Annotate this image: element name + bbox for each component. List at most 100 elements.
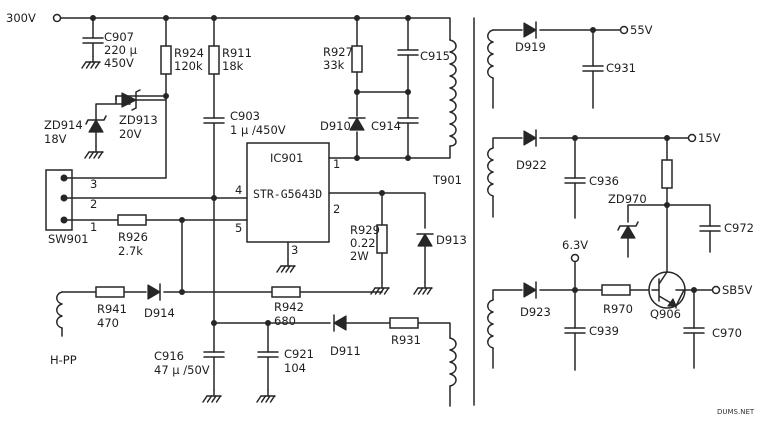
coil-6v3	[487, 299, 494, 349]
label-q906: Q906	[650, 307, 681, 321]
coil-15v	[487, 147, 494, 197]
hpp-input: H-PP	[50, 291, 383, 367]
label-c921: C921	[284, 347, 314, 361]
label-c936: C936	[589, 174, 619, 188]
label-r929: R929	[350, 223, 380, 237]
label-pin1: 1	[333, 157, 340, 171]
watermark: DUMS.NET	[717, 408, 755, 416]
label-r927-value: 33k	[323, 58, 345, 72]
label-c907: C907	[104, 30, 134, 44]
label-sb5v: SB5V	[722, 283, 753, 297]
label-pin4: 4	[235, 183, 242, 197]
label-c903: C903	[230, 109, 260, 123]
label-c972: C972	[724, 221, 754, 235]
label-c907-rating: 450V	[104, 56, 134, 70]
diode-d914: D914	[144, 283, 175, 320]
label-300v: 300V	[6, 11, 36, 25]
label-r926-value: 2.7k	[118, 244, 143, 258]
label-c916-value: 47 μ /50V	[154, 363, 210, 377]
label-c916: C916	[154, 349, 184, 363]
label-c915: C915	[420, 49, 450, 63]
label-55v: 55V	[630, 23, 653, 37]
label-r929-value: 0.22	[350, 236, 376, 250]
resistor-r924: R924 120k	[115, 17, 204, 97]
label-ic901: IC901	[270, 151, 303, 165]
label-c907-value: 220 μ	[104, 43, 138, 57]
diode-d913: D913	[416, 233, 467, 247]
label-zd914-value: 18V	[44, 132, 67, 146]
label-r911-value: 18k	[222, 59, 244, 73]
label-sw-pin3: 3	[90, 177, 97, 191]
wire-15v	[492, 137, 690, 219]
capacitor-c936	[564, 177, 586, 184]
label-r924: R924	[174, 46, 204, 60]
label-c931: C931	[606, 61, 636, 75]
label-zd913: ZD913	[119, 113, 158, 127]
resistor-r931: R931	[389, 317, 421, 347]
resistor-r970	[601, 284, 631, 296]
label-d913: D913	[436, 233, 467, 247]
capacitor-c931	[582, 65, 604, 72]
label-sw-pin2: 2	[90, 197, 97, 211]
wire-6v3	[492, 261, 653, 371]
label-r941-value: 470	[97, 316, 119, 330]
label-c970: C970	[712, 326, 742, 340]
resistor-r926: R926 2.7k	[117, 214, 148, 258]
label-15v: 15V	[698, 131, 721, 145]
label-d919: D919	[515, 40, 546, 54]
label-sw-pin1: 1	[90, 220, 97, 234]
transformer-t901-primary: T901	[432, 39, 462, 187]
label-r927: R927	[323, 45, 353, 59]
capacitor-c916: C916 47 μ /50V	[154, 349, 225, 403]
label-r942-value: 680	[274, 314, 296, 328]
resistor-r941: R941 470	[95, 286, 127, 330]
label-zd970: ZD970	[608, 192, 647, 206]
label-d911: D911	[330, 344, 361, 358]
capacitor-c972	[699, 225, 721, 232]
wire-55v	[492, 29, 622, 109]
label-d910: D910	[320, 119, 351, 133]
label-d914: D914	[144, 306, 175, 320]
wire-vcc-node	[213, 197, 451, 407]
diode-d923: D923	[520, 281, 551, 319]
transistor-q906: Q906	[648, 271, 686, 321]
label-c914: C914	[371, 119, 401, 133]
label-pin2: 2	[333, 202, 340, 216]
label-sw901: SW901	[48, 232, 89, 246]
coil-55v	[487, 29, 494, 79]
wire-sw-pin3	[63, 95, 167, 179]
label-r929-power: 2W	[350, 249, 369, 263]
resistor-r929: R929 0.22 2W	[350, 223, 388, 263]
input-300v-terminal: 300V	[6, 11, 62, 25]
label-c903-value: 1 μ /450V	[230, 123, 286, 137]
label-r926: R926	[118, 230, 148, 244]
diode-d922: D922	[516, 129, 547, 172]
label-c939: C939	[589, 324, 619, 338]
label-hpp: H-PP	[50, 353, 77, 367]
zener-network: ZD914 18V ZD913 20V	[44, 89, 167, 159]
ic-ic901: IC901 STR-G5643D 1 2 3 4 5	[235, 142, 340, 257]
label-d922: D922	[516, 158, 547, 172]
capacitor-c939	[564, 327, 586, 334]
label-r942: R942	[274, 300, 304, 314]
label-ic-part: STR-G5643D	[253, 187, 322, 201]
capacitor-c907: C907 220 μ 450V	[81, 17, 138, 70]
resistor-regulator	[661, 159, 673, 189]
capacitor-c921: C921 104	[256, 347, 314, 403]
connector-sw901: 3 2 1 SW901	[45, 169, 97, 246]
wire-pin2	[328, 192, 426, 283]
resistor-r942: R942 680	[271, 286, 304, 328]
label-c921-value: 104	[284, 361, 306, 375]
label-d923: D923	[520, 305, 551, 319]
resistor-r911: R911 18k	[208, 17, 252, 119]
label-r924-value: 120k	[174, 59, 203, 73]
diode-d910	[349, 117, 365, 131]
primary-section: 300V C907 220 μ 450V R924 120k ZD914 18V	[6, 11, 467, 407]
junctions-primary	[90, 15, 411, 326]
label-pin3: 3	[291, 243, 298, 257]
diode-d919: D919	[515, 21, 546, 54]
capacitor-c903: C903 1 μ /450V	[203, 109, 286, 199]
zener-zd970: ZD970	[608, 192, 647, 239]
zener-zd914	[88, 119, 104, 133]
